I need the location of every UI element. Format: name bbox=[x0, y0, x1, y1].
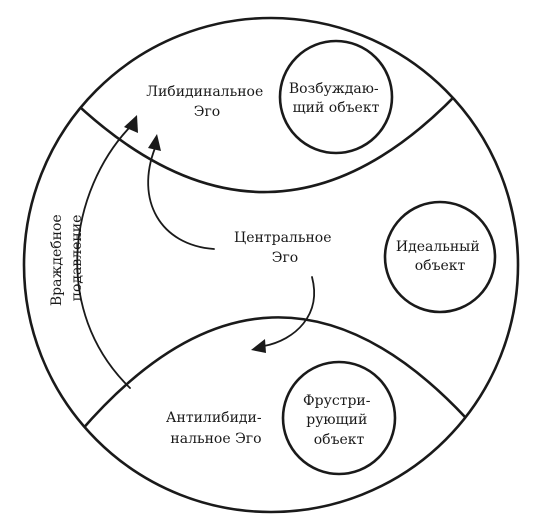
libidinal-ego-line-1: Либидинальное bbox=[146, 84, 263, 100]
ideal-object-line-1: Идеальный bbox=[396, 239, 480, 255]
antilibidinal-ego-line-1: Антилибиди- bbox=[166, 410, 262, 426]
central-to-antilibidinal-arrowhead bbox=[251, 339, 266, 353]
central-ego-line-1: Центральное bbox=[234, 230, 331, 246]
frustrating-object-line-2: рующий bbox=[306, 412, 367, 428]
central-to-antilibidinal-arrow bbox=[263, 276, 315, 347]
frustrating-object-line-1: Фрустри- bbox=[303, 393, 371, 409]
hostile-repression-arrowhead bbox=[124, 115, 138, 133]
outer-circle bbox=[22, 16, 520, 514]
central-ego-line-2: Эго bbox=[272, 250, 298, 266]
frustrating-object-label: Фрустри- рующий объект bbox=[303, 393, 375, 448]
central-to-libidinal-arrow bbox=[147, 147, 215, 250]
hostile-repression-label: Враждебное подавление bbox=[49, 210, 85, 306]
exciting-object-line-2: щий объект bbox=[293, 100, 380, 116]
ideal-object-line-2: объект bbox=[415, 258, 466, 274]
central-ego-label: Центральное Эго bbox=[234, 230, 336, 266]
libidinal-ego-label: Либидинальное Эго bbox=[146, 84, 267, 120]
exciting-object-label: Возбуждаю- щий объект bbox=[289, 81, 383, 116]
libidinal-ego-line-2: Эго bbox=[194, 104, 220, 120]
frustrating-object-circle bbox=[281, 360, 397, 476]
frustrating-object-line-3: объект bbox=[314, 432, 365, 448]
hostile-repression-arrow bbox=[76, 126, 131, 389]
exciting-object-line-1: Возбуждаю- bbox=[289, 81, 379, 97]
hostile-repression-line-1: Враждебное bbox=[49, 214, 65, 306]
central-to-libidinal-arrowhead bbox=[148, 134, 161, 151]
ideal-object-circle bbox=[383, 200, 497, 314]
antilibidinal-ego-label: Антилибиди- нальное Эго bbox=[166, 410, 266, 447]
hostile-repression-line-2: подавление bbox=[69, 215, 85, 302]
lower-zone-boundary bbox=[78, 316, 468, 434]
upper-zone-boundary bbox=[58, 78, 472, 194]
antilibidinal-ego-line-2: нальное Эго bbox=[170, 431, 261, 447]
ideal-object-label: Идеальный объект bbox=[396, 239, 484, 274]
exciting-object-circle bbox=[278, 39, 394, 155]
